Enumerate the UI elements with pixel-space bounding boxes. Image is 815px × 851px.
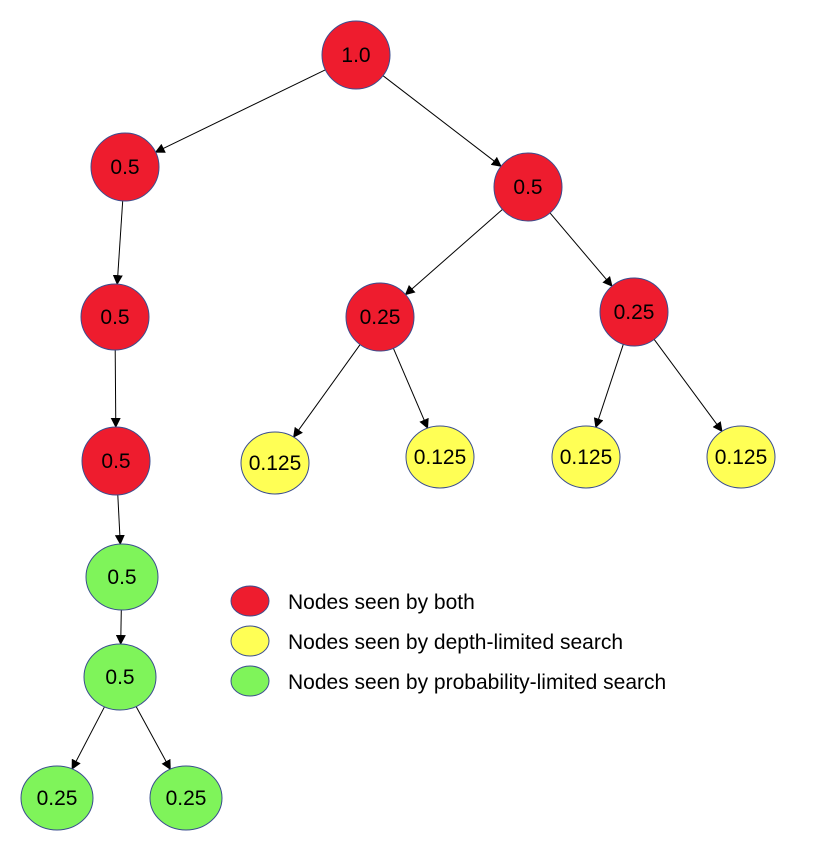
node-label: 0.5 [101,450,130,473]
legend-swatch [230,625,270,657]
legend-item-probability: Nodes seen by probability-limited search [230,665,666,697]
node-ellipse [149,765,223,831]
legend-label: Nodes seen by probability-limited search [288,671,666,694]
edge-l5-l6a [71,706,105,770]
tree-node-l6b: 0.25 [149,765,223,831]
edge-r2a-r3b [392,348,429,430]
tree-node-r2b: 0.25 [599,277,669,347]
node-ellipse [80,283,150,351]
node-label: 0.25 [166,787,207,810]
node-label: 0.5 [110,156,139,179]
edge-l4-l5 [115,609,126,645]
node-label: 0.25 [37,787,78,810]
node-label: 0.125 [249,452,302,475]
node-ellipse [551,425,621,489]
tree-node-r3b: 0.125 [405,425,475,489]
node-ellipse [345,282,415,352]
node-label: 0.125 [560,446,613,469]
edge-l1-l2 [112,200,124,286]
node-ellipse [240,431,310,495]
legend-swatch [230,585,270,617]
tree-node-l6a: 0.25 [20,765,94,831]
node-label: 0.5 [105,666,134,689]
node-ellipse [85,543,159,611]
edge-l2-l3 [110,349,121,428]
edge-r1-r2a [404,209,503,296]
node-ellipse [83,643,157,711]
edge-l3-l4 [114,494,125,545]
tree-node-root: 1.0 [321,20,391,90]
tree-node-l3: 0.5 [81,426,151,496]
tree-node-l4: 0.5 [85,543,159,611]
node-label: 0.5 [100,306,129,329]
tree-node-r3d: 0.125 [706,425,776,489]
node-label: 0.5 [513,176,542,199]
edge-l5-l6b [135,706,171,771]
node-label: 0.25 [614,301,655,324]
node-ellipse [90,132,160,202]
legend-swatch [230,665,270,697]
node-ellipse [599,277,669,347]
node-label: 0.125 [414,446,467,469]
node-ellipse [405,425,475,489]
edge-root-l1 [154,69,326,153]
edges-layer [71,69,723,771]
node-ellipse [20,765,94,831]
tree-node-r1: 0.5 [493,152,563,222]
edge-root-r1 [382,75,502,167]
tree-node-r2a: 0.25 [345,282,415,352]
legend-item-both: Nodes seen by both [230,585,475,617]
tree-node-l5: 0.5 [83,643,157,711]
legend-label: Nodes seen by depth-limited search [288,631,623,654]
tree-node-r3a: 0.125 [240,431,310,495]
edge-r2a-r3a [293,344,361,438]
node-label: 0.125 [715,446,768,469]
legend-item-depth: Nodes seen by depth-limited search [230,625,623,657]
edge-r1-r2b [549,212,613,287]
node-ellipse [321,20,391,90]
tree-node-l1: 0.5 [90,132,160,202]
node-ellipse [493,152,563,222]
node-label: 0.25 [360,306,401,329]
tree-node-r3c: 0.125 [551,425,621,489]
edge-r2b-r3c [593,344,624,429]
tree-node-l2: 0.5 [80,283,150,351]
legend-label: Nodes seen by both [288,591,475,614]
nodes-layer: 1.0 0.5 0.5 0.5 0.5 0.5 0.5 0.25 0.25 0.25 0.25 0.1… [20,20,776,831]
node-label: 0.5 [107,566,136,589]
node-label: 1.0 [341,44,370,67]
node-ellipse [81,426,151,496]
node-ellipse [706,425,776,489]
edge-r2b-r3d [653,339,723,433]
